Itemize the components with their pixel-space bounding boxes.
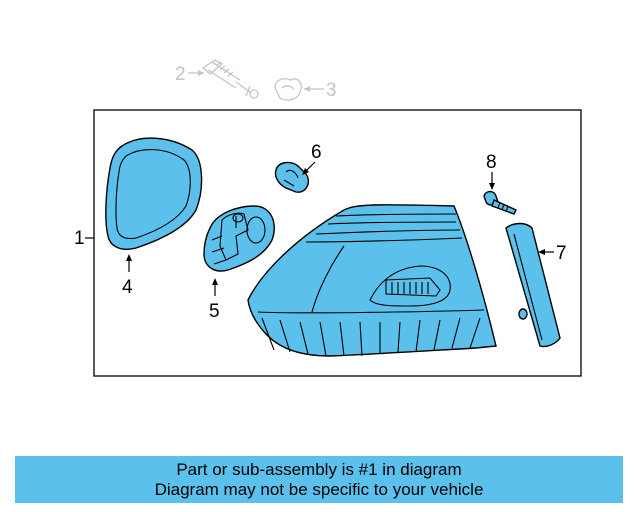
callout-5-arrowhead <box>212 278 218 285</box>
callout-8-label: 8 <box>486 152 497 173</box>
parts-diagram: 2 3 1 4 5 6 <box>74 59 582 377</box>
callout-2-label: 2 <box>175 64 186 85</box>
clip-part-3 <box>274 78 302 101</box>
callout-3-arrowhead <box>304 86 310 92</box>
callout-3-label: 3 <box>326 80 337 101</box>
banner-line-1: Part or sub-assembly is #1 in diagram <box>176 459 462 479</box>
socket-part-5[interactable] <box>203 205 275 272</box>
info-banner: Part or sub-assembly is #1 in diagram Di… <box>15 456 623 503</box>
bulb-part-6[interactable] <box>274 161 310 193</box>
callout-6-arrowhead <box>302 168 309 175</box>
callout-7-arrowhead <box>538 249 545 255</box>
assembly-frame <box>93 109 582 377</box>
bolt-part-2 <box>201 59 259 99</box>
screw-part-8[interactable] <box>483 190 517 215</box>
reflector-part-7[interactable] <box>505 222 561 348</box>
gasket-part-4[interactable] <box>105 137 203 250</box>
callout-8-arrowhead <box>489 183 495 190</box>
callout-7-label: 7 <box>556 243 567 264</box>
banner-line-2: Diagram may not be specific to your vehi… <box>154 479 484 499</box>
callout-4-arrowhead <box>126 254 132 261</box>
callout-6-label: 6 <box>311 142 322 163</box>
callout-4-label: 4 <box>122 277 133 298</box>
callout-1-label: 1 <box>74 228 85 249</box>
tail-lamp-assembly-part-1[interactable] <box>247 204 497 357</box>
callout-5-label: 5 <box>209 301 220 322</box>
callout-2-arrowhead <box>198 70 204 76</box>
